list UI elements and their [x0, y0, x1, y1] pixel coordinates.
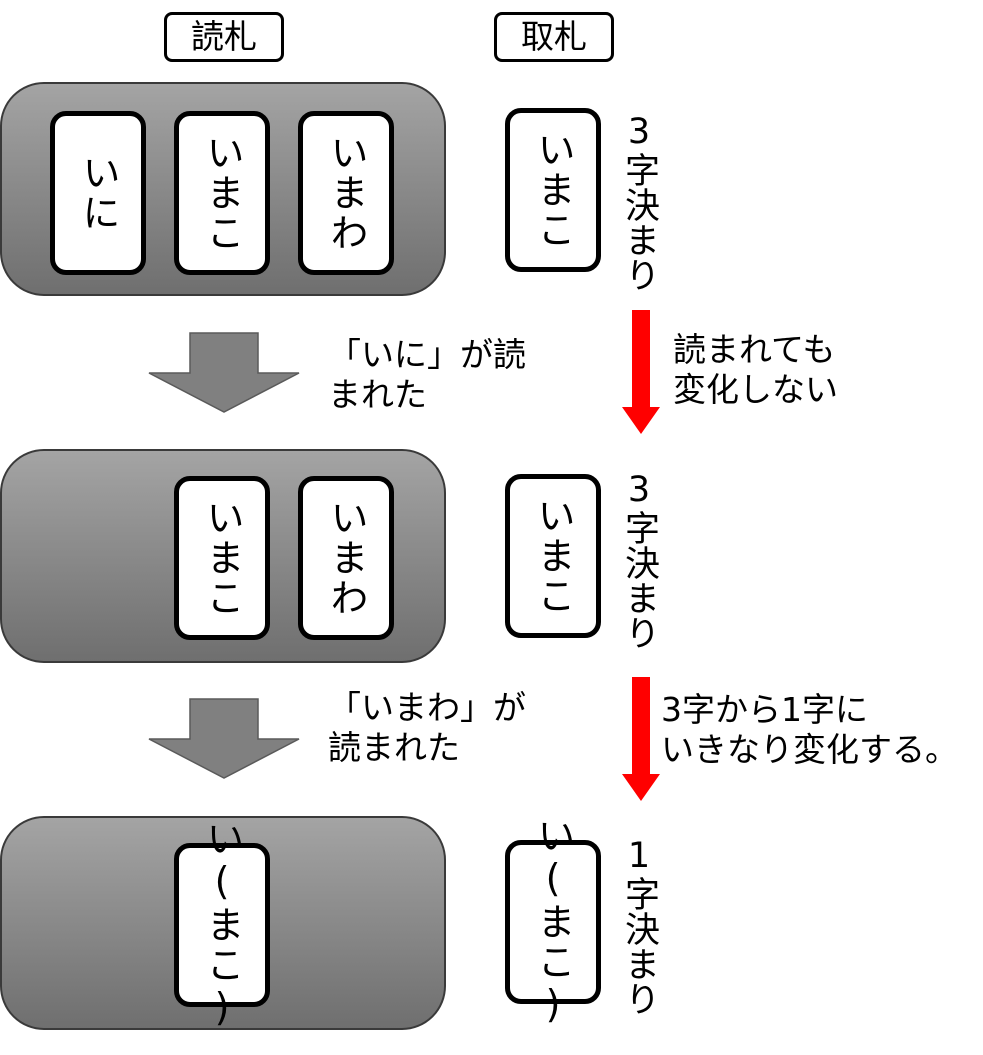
reading-card: いまわ [298, 111, 394, 275]
reading-card: いに [50, 111, 146, 275]
taking-card-stage-3: い(まこ) [505, 816, 601, 1028]
reading-card: いまこ [174, 111, 270, 275]
decision-label-stage-2: 3字決まり [619, 470, 659, 650]
reading-card-text: いに [76, 153, 120, 233]
note-caption-2: 3字から1字に いきなり変化する。 [661, 690, 958, 770]
red-down-arrow-1 [622, 310, 660, 434]
taking-card-text: いまこ [531, 130, 575, 250]
note-caption-line: 読まれても [673, 330, 836, 369]
reading-cards-header: 読札 [164, 12, 284, 62]
taking-card-text: い(まこ) [531, 816, 575, 1028]
event-caption-1: 「いに」が読 まれた [328, 335, 526, 415]
event-caption-line: 読まれた [328, 728, 460, 767]
reading-card-text: い(まこ) [200, 819, 244, 1031]
decision-label-stage-3: 1字決まり [619, 836, 659, 1016]
note-caption-1: 読まれても 変化しない [673, 330, 838, 410]
note-caption-line: いきなり変化する。 [661, 730, 958, 769]
reading-card: いまこ [174, 476, 270, 640]
taking-card-stage-1: いまこ [505, 108, 601, 272]
event-caption-line: 「いまわ」が [328, 688, 526, 727]
taking-card-stage-2: いまこ [505, 474, 601, 638]
event-caption-line: まれた [328, 375, 427, 414]
reading-card: い(まこ) [174, 819, 270, 1031]
reading-card-tray-stage-2: いまこ いまわ [0, 449, 446, 663]
reading-card-text: いまわ [324, 133, 368, 253]
red-down-arrow-2 [622, 677, 660, 801]
note-caption-line: 3字から1字に [661, 690, 868, 729]
decision-label-stage-1: 3字決まり [619, 112, 659, 292]
reading-card-tray-stage-1: いに いまこ いまわ [0, 82, 446, 296]
event-caption-line: 「いに」が読 [328, 335, 526, 374]
taking-card-text: いまこ [531, 496, 575, 616]
gray-down-arrow-1 [148, 332, 300, 413]
event-caption-2: 「いまわ」が 読まれた [328, 688, 526, 768]
taking-cards-header-text: 取札 [521, 17, 587, 56]
reading-card-text: いまわ [324, 498, 368, 618]
taking-cards-header: 取札 [494, 12, 614, 62]
gray-down-arrow-2 [148, 698, 300, 779]
reading-card-tray-stage-3: い(まこ) [0, 816, 446, 1031]
reading-card: いまわ [298, 476, 394, 640]
note-caption-line: 変化しない [673, 370, 838, 409]
reading-card-text: いまこ [200, 133, 244, 253]
reading-cards-header-text: 読札 [191, 17, 257, 56]
reading-card-text: いまこ [200, 498, 244, 618]
